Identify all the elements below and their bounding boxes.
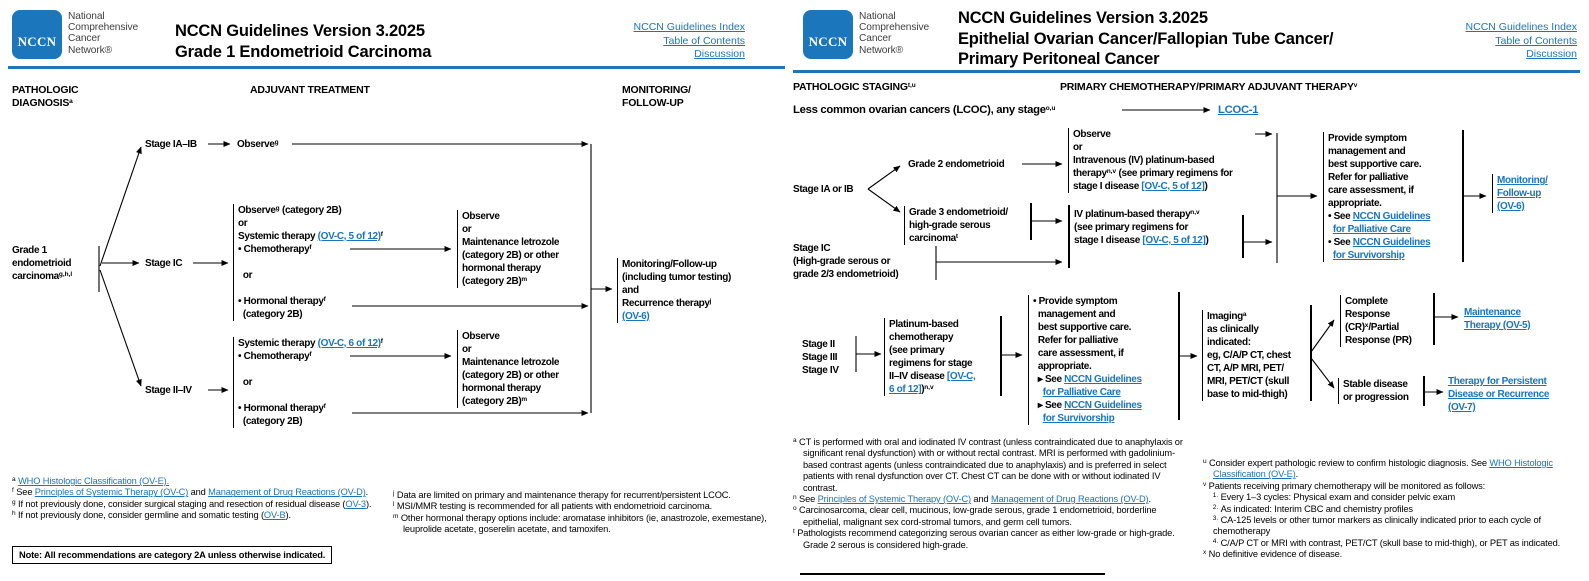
iv-platinum-therapy-box: IV platinum-based therapyn,v(see primary… [1074, 209, 1209, 246]
nav-links: NCCN Guidelines Index Table of Contents … [545, 21, 745, 62]
palliative-care-box-2: • Provide symptom management and best su… [1028, 295, 1142, 425]
inline-link[interactable]: for Survivorship [1042, 413, 1115, 424]
footnotes-col-2: j Data are limited on primary and mainte… [393, 490, 767, 535]
inline-link[interactable]: LCOC-1 [1218, 104, 1259, 116]
footnotes-col-1: a WHO Histologic Classification (OV-E).f… [12, 476, 372, 521]
inline-link[interactable]: OV-3 [345, 498, 366, 509]
nav-guidelines-index[interactable]: NCCN Guidelines Index [1465, 21, 1577, 33]
inline-link[interactable]: (OV-6) [622, 311, 650, 322]
box-right-border [1433, 293, 1435, 345]
inline-link[interactable]: Principles of Systemic Therapy (OV-C) [817, 494, 972, 505]
nav-guidelines-index[interactable]: NCCN Guidelines Index [633, 21, 745, 33]
inline-link[interactable]: for Palliative Care [1332, 224, 1411, 235]
nav-table-of-contents[interactable]: Table of Contents [663, 34, 745, 47]
box-right-border [1030, 203, 1032, 240]
inline-link[interactable]: NCCN Guidelines [1352, 211, 1431, 222]
inline-link[interactable]: Therapy for Persistent [1448, 376, 1547, 387]
monitoring-box: Monitoring/Follow-up(including tumor tes… [617, 258, 731, 323]
box-right-border [1423, 376, 1425, 406]
inline-link[interactable]: WHO Histologic Classification (OV-E). [18, 476, 170, 486]
nccn-logo: NCCN [803, 10, 853, 59]
inline-link[interactable]: for Palliative Care [1042, 387, 1121, 398]
box-left-border [1068, 205, 1070, 268]
footnotes-col-1: a CT is performed with oral and iodinate… [793, 437, 1183, 550]
box-right-border [1000, 316, 1002, 396]
inline-link[interactable]: Therapy (OV-5) [1464, 320, 1531, 331]
stage-ia-ib-label: Stage IA–IB [145, 139, 197, 150]
box-right-border [1178, 292, 1180, 420]
header-rule [8, 66, 785, 69]
stage-ia-ib-label: Stage IA or IB [793, 184, 854, 195]
inline-link[interactable]: Monitoring/ [1497, 175, 1548, 186]
inline-link[interactable]: OV-B [263, 510, 286, 521]
box-right-border [1242, 215, 1244, 258]
inline-link[interactable]: for Survivorship [1332, 250, 1405, 261]
inline-link[interactable]: Disease or Recurrence [1448, 389, 1550, 400]
category-note-box: Note: All recommendations are category 2… [12, 546, 333, 564]
inline-link[interactable]: Principles of Systemic Therapy (OV-C) [34, 487, 189, 498]
nccn-logo: NCCN [12, 10, 62, 59]
lcoc-link[interactable]: LCOC-1 [1218, 104, 1259, 117]
inline-link[interactable]: Follow-up [1497, 188, 1542, 199]
column-header-adjuvant-treatment: ADJUVANT TREATMENT [250, 84, 370, 96]
observe-node: Observeg [237, 139, 279, 150]
footnotes-col-2: u Consider expert pathologic review to c… [1203, 458, 1561, 560]
inline-link[interactable]: [OV-C, [946, 371, 976, 382]
column-header-monitoring-followup: MONITORING/FOLLOW-UP [622, 84, 691, 109]
inline-link[interactable]: Management of Drug Reactions (OV-D) [990, 494, 1149, 505]
inline-link[interactable]: (OV-C, 6 of 12) [317, 338, 381, 349]
column-header-primary-chemotherapy: PRIMARY CHEMOTHERAPY/PRIMARY ADJUVANT TH… [1060, 81, 1358, 93]
header-rule [793, 70, 1580, 73]
stage-ii-iv-label: Stage II–IV [145, 385, 192, 396]
nav-discussion[interactable]: Discussion [1526, 48, 1577, 60]
box-right-border [1310, 305, 1312, 401]
inline-link[interactable]: NCCN Guidelines [1064, 374, 1142, 385]
inline-link[interactable]: (OV-C, 5 of 12) [317, 231, 381, 242]
nav-discussion[interactable]: Discussion [694, 48, 745, 60]
nav-links: NCCN Guidelines Index Table of Contents … [1377, 21, 1577, 62]
nav-table-of-contents[interactable]: Table of Contents [1495, 34, 1577, 47]
inline-link[interactable]: (OV-7) [1448, 402, 1476, 413]
stage-ic-label: Stage IC [145, 258, 183, 269]
inline-link[interactable]: Maintenance [1464, 307, 1521, 318]
box-right-border [1462, 130, 1464, 262]
inline-link[interactable]: (OV-6) [1497, 201, 1525, 212]
inline-link[interactable]: [OV-C, 5 of 12] [1142, 235, 1206, 246]
inline-link[interactable]: WHO Histologic Classification (OV-E) [1213, 458, 1553, 480]
inline-link[interactable]: Management of Drug Reactions (OV-D) [208, 487, 366, 498]
inline-link[interactable]: [OV-C, 5 of 12] [1141, 181, 1205, 192]
monitoring-followup-link[interactable]: Monitoring/Follow-up (OV-6) [1492, 174, 1548, 213]
column-header-pathologic-staging: PATHOLOGIC STAGINGt,u [793, 81, 916, 93]
stage-ii-iv-treatment-box: Systemic therapy (OV-C, 6 of 12)f• Chemo… [233, 337, 383, 428]
inline-link[interactable]: NCCN Guidelines [1064, 400, 1142, 411]
grade2-endometrioid-node: Grade 2 endometrioid [908, 159, 1005, 170]
inline-link[interactable]: 6 of 12] [889, 384, 922, 395]
lcoc-label: Less common ovarian cancers (LCOC), any … [793, 104, 1056, 116]
inline-link[interactable]: NCCN Guidelines [1352, 237, 1431, 248]
